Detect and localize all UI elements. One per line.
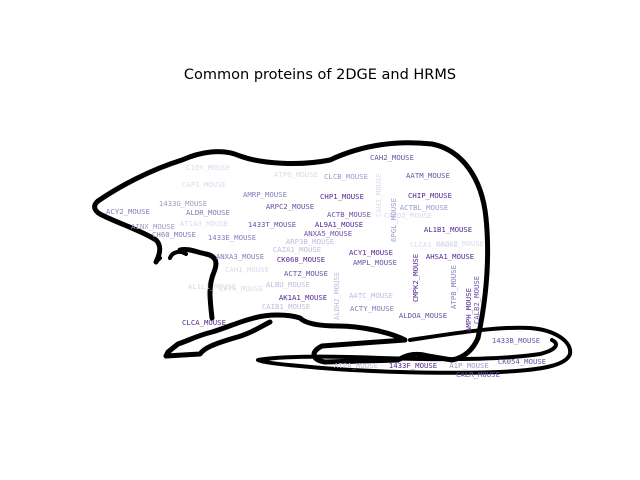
word-layer: CAH2_MOUSE AATM_MOUSE C1QY_MOUSE ATPO_MOUSE… — [106, 153, 546, 379]
word-cloud-term: ATPB_MOUSE — [449, 265, 458, 309]
word-cloud-term: 1433E_MOUSE — [208, 233, 256, 242]
word-cloud-term: CALB2_MOUSE — [472, 276, 481, 324]
word-cloud-term: CAZA2_MOUSE — [436, 239, 484, 248]
word-cloud-term: AK1A1_MOUSE — [279, 293, 327, 302]
word-cloud-term: 1433F_MOUSE — [389, 361, 437, 370]
word-cloud-term: CA2D2_MOUSE — [384, 211, 432, 220]
word-cloud-term: ALDOA_MOUSE — [399, 311, 447, 320]
word-cloud-term: AT1A3_MOUSE — [180, 219, 228, 228]
word-cloud-term: ACTBL_MOUSE — [400, 203, 448, 212]
word-cloud-term: CAH3_MOUSE — [374, 173, 383, 217]
figure-title: Common proteins of 2DGE and HRMS — [183, 67, 457, 83]
rat-body-outline — [95, 140, 491, 365]
word-cloud-term: AMPH_MOUSE — [464, 288, 473, 332]
word-cloud-term: 1433B_MOUSE — [492, 336, 540, 345]
word-cloud-term: CALR_MOUSE — [456, 370, 500, 379]
word-cloud-term: ARPC2_MOUSE — [266, 202, 314, 211]
word-cloud-term: CK054_MOUSE — [498, 357, 546, 366]
rat-head-outline — [92, 198, 163, 265]
word-cloud-term: AL1L1_MOUSE — [188, 282, 236, 291]
word-cloud-term: 1433G_MOUSE — [159, 199, 207, 208]
rat-tail-outline — [256, 325, 573, 375]
word-cloud-term: CLCB_MOUSE — [324, 172, 368, 181]
word-cloud-term: ALBU_MOUSE — [266, 280, 310, 289]
word-cloud-term: ACTB_MOUSE — [327, 210, 371, 219]
word-cloud-term: CHIP_MOUSE — [408, 191, 452, 200]
word-cloud-term: CLCA1_MOUSE — [410, 240, 458, 249]
rat-outline — [92, 140, 573, 375]
word-cloud-term: AL9A1_MOUSE — [315, 220, 363, 229]
rat-whisker-paws — [154, 249, 188, 264]
word-cloud-term: ATPA_MOUSE — [334, 361, 378, 370]
word-cloud-term: CAH1_MOUSE — [225, 265, 269, 274]
word-cloud-term: ACY1_MOUSE — [349, 248, 393, 257]
word-cloud-term: AHSA1_MOUSE — [426, 252, 474, 261]
word-cloud-term: ANXA3_MOUSE — [216, 252, 264, 261]
word-cloud-term: ANXA5_MOUSE — [304, 229, 352, 238]
word-cloud-term: ARP3B_MOUSE — [286, 237, 334, 246]
word-cloud-term: CK068_MOUSE — [277, 255, 325, 264]
word-cloud-term: CAIB1_MOUSE — [262, 302, 310, 311]
word-cloud-term: ACY2_MOUSE — [106, 207, 150, 216]
word-cloud-term: CAP1_MOUSE — [182, 180, 226, 189]
word-cloud-term: CAH2_MOUSE — [370, 153, 414, 162]
word-cloud-term: AMPL_MOUSE — [353, 258, 397, 267]
word-cloud-term: CATA_MOUSE — [219, 284, 263, 293]
word-cloud-term: CH60_MOUSE — [152, 230, 196, 239]
word-cloud-term: ACTY_MOUSE — [350, 304, 394, 313]
word-cloud-term: CMPK2_MOUSE — [411, 254, 420, 302]
word-cloud-term: ATPO_MOUSE — [274, 170, 318, 179]
word-cloud-term: ALDH2_MOUSE — [332, 272, 341, 320]
word-cloud-term: C1QY_MOUSE — [186, 163, 230, 172]
word-cloud-term: CHP1_MOUSE — [320, 192, 364, 201]
word-cloud-term: AATM_MOUSE — [406, 171, 450, 180]
word-cloud-term: 6PGL_MOUSE — [389, 198, 398, 242]
word-cloud-term: ALDR_MOUSE — [186, 208, 230, 217]
word-cloud-term: AL1B1_MOUSE — [424, 225, 472, 234]
word-cloud-term: AMRP_MOUSE — [243, 190, 287, 199]
word-cloud-term: AATC_MOUSE — [349, 291, 393, 300]
rat-front-leg-outline — [177, 247, 219, 321]
word-cloud-term: A1P_MOUSE — [449, 361, 489, 370]
word-cloud-term: ACTZ_MOUSE — [284, 269, 328, 278]
word-cloud-term: AINX_MOUSE — [131, 222, 175, 231]
word-cloud-term: 1433T_MOUSE — [248, 220, 296, 229]
word-cloud-term: CAZA1_MOUSE — [273, 245, 321, 254]
word-cloud-term: CLCA_MOUSE — [182, 318, 226, 327]
